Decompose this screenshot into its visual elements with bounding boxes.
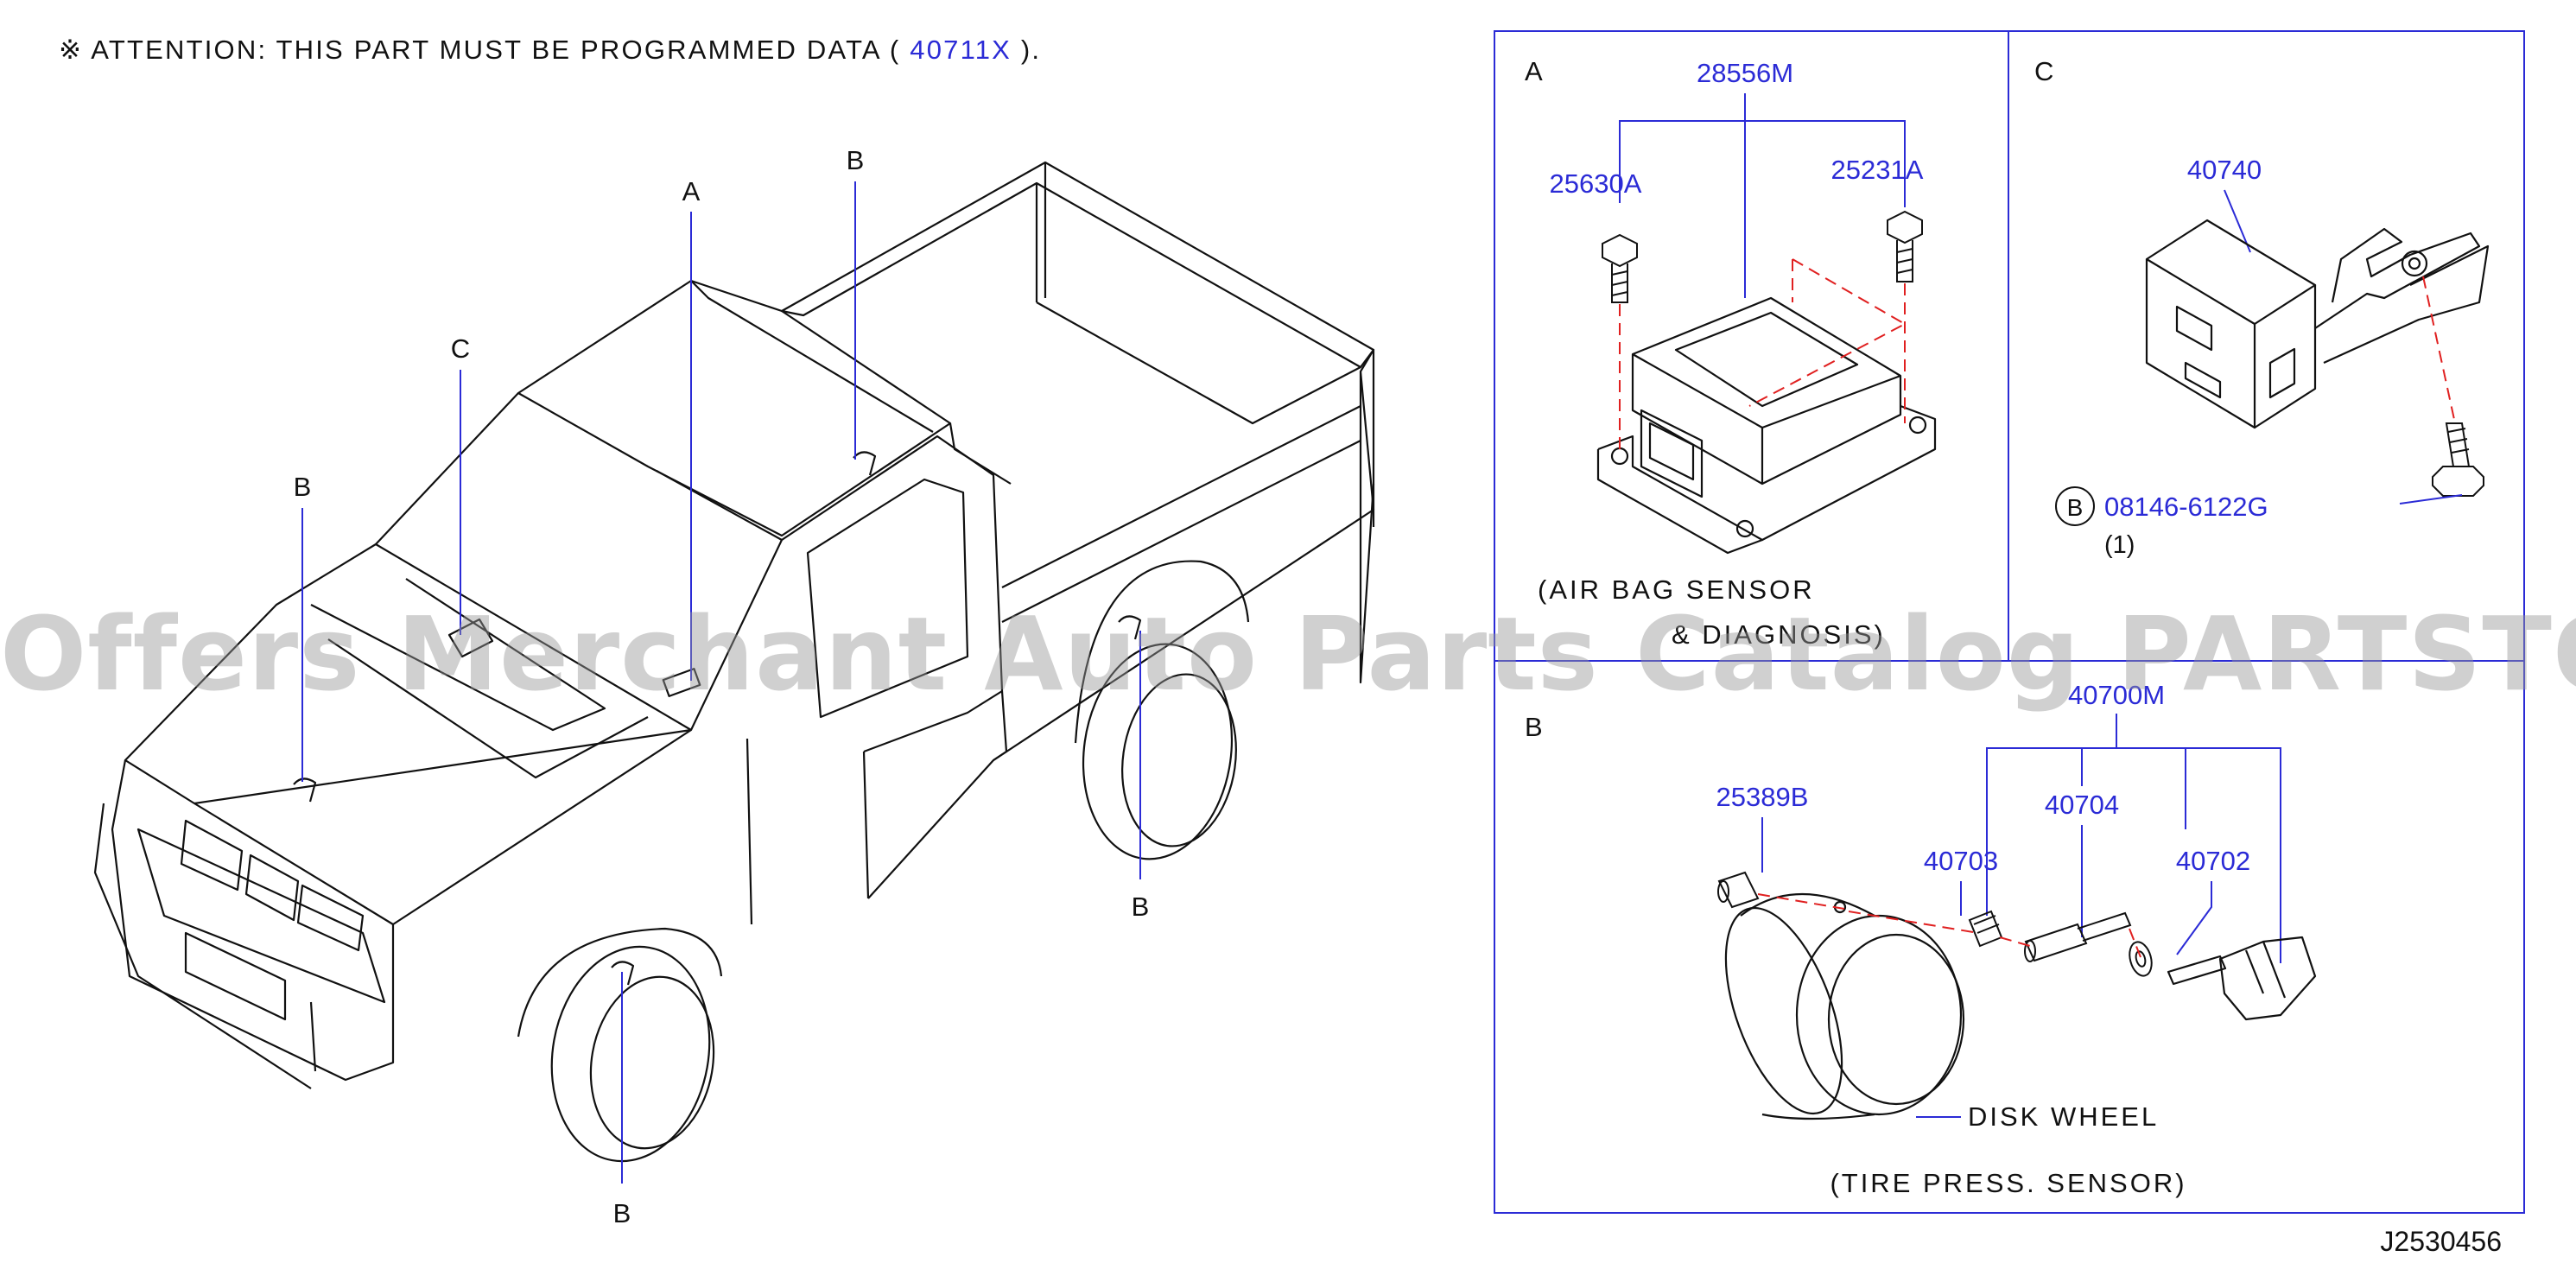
panel-b: B 40700M 25389B 40703 40704 40702 [1525, 680, 2317, 1198]
attention-part-number[interactable]: 40711X [910, 35, 1012, 65]
panel-c-circle-letter: B [2067, 494, 2084, 521]
bolt-25630a-icon [1602, 233, 1638, 303]
panel-a-red-leaders [1619, 258, 1907, 454]
panel-a: A 28556M 25630A 25231A [1525, 56, 1937, 650]
truck-callout-b-hood[interactable]: B [294, 472, 312, 502]
panel-b-caption: (TIRE PRESS. SENSOR) [1830, 1168, 2186, 1198]
valve-cap-icon [1717, 871, 1760, 909]
washer-icon [2129, 941, 2153, 977]
panel-b-leader-lines [1761, 714, 2281, 1118]
panel-a-caption-line1: (AIR BAG SENSOR [1538, 574, 1815, 605]
bolt-08146-6122g-icon [2432, 422, 2484, 497]
air-bag-sensor-unit-icon [1596, 296, 1937, 555]
part-28556m-label[interactable]: 28556M [1697, 58, 1793, 88]
attention-suffix: ). [1020, 35, 1042, 65]
part-40702-label[interactable]: 40702 [2176, 846, 2250, 876]
part-25231a-label[interactable]: 25231A [1831, 155, 1924, 185]
part-08146-6122g-qty: (1) [2104, 531, 2135, 559]
disk-wheel-label: DISK WHEEL [1968, 1101, 2159, 1132]
part-40740-label[interactable]: 40740 [2187, 155, 2262, 185]
valve-nut-icon [1968, 910, 2003, 948]
disk-wheel-icon [1724, 892, 1965, 1120]
panel-c-letter: C [2034, 56, 2053, 86]
panel-a-letter: A [1525, 56, 1543, 86]
truck-callout-c[interactable]: C [451, 333, 470, 364]
tire-pressure-sensor-icon [2167, 936, 2317, 1021]
part-25389b-label[interactable]: 25389B [1716, 782, 1809, 812]
truck-callout-b-roof[interactable]: B [847, 145, 865, 175]
part-40703-label[interactable]: 40703 [1924, 846, 1998, 876]
truck-callout-b-rear-wheel[interactable]: B [1132, 892, 1150, 922]
part-25630a-label[interactable]: 25630A [1550, 168, 1642, 199]
part-08146-6122g-label[interactable]: 08146-6122G [2104, 492, 2268, 522]
panel-b-red-leaders [1757, 893, 2141, 958]
part-40704-label[interactable]: 40704 [2045, 790, 2119, 820]
valve-stem-icon [2024, 911, 2132, 962]
attention-note: ※ ATTENTION: THIS PART MUST BE PROGRAMME… [59, 35, 1041, 66]
panel-frames [1494, 30, 2525, 1214]
bolt-25231a-icon [1887, 210, 1923, 282]
panel-b-letter: B [1525, 712, 1543, 742]
attention-prefix: ※ ATTENTION: THIS PART MUST BE PROGRAMME… [59, 35, 901, 65]
truck-leader-lines [301, 181, 1141, 1184]
truck-callout-b-front-wheel[interactable]: B [613, 1198, 631, 1228]
panel-a-caption-line2: & DIAGNOSIS) [1672, 619, 1886, 650]
part-40700m-label[interactable]: 40700M [2068, 680, 2165, 710]
truck-drawing [93, 161, 1375, 1163]
truck-callout-a[interactable]: A [682, 176, 701, 206]
diagram-code: J2530456 [2380, 1226, 2502, 1257]
tpms-control-unit-icon [2145, 219, 2490, 429]
panel-c: C 40740 B 08146-6122G (1) [2034, 56, 2490, 559]
